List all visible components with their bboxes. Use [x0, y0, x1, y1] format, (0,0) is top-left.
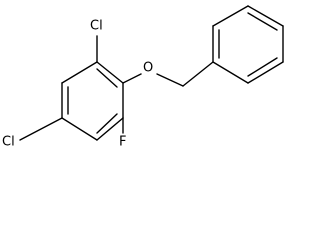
atom-label-fluorine: F: [119, 135, 126, 150]
bond-p3-p4: [247, 5, 284, 27]
bond-c4-c5-inner: [96, 113, 118, 134]
phenyl-ring: [212, 5, 284, 84]
bond-c3-cl: [19, 117, 63, 141]
bond-p2-p3: [212, 5, 249, 27]
bond-c3-c4: [61, 117, 98, 141]
bond-c6-c1-inner: [96, 68, 118, 88]
bond-p6-p1: [212, 61, 249, 84]
left-ring: [61, 61, 124, 141]
bond-ch2-ring: [182, 61, 214, 87]
bond-p3-p4-inner: [247, 12, 278, 31]
bond-c6-o: [122, 73, 142, 84]
atom-label-cl-bottom: Cl: [2, 135, 15, 150]
bond-c6-c1: [96, 61, 124, 84]
atom-label-cl-top: Cl: [90, 19, 103, 34]
bond-c4-c5: [96, 117, 124, 141]
atom-label-oxygen: O: [143, 61, 153, 76]
bond-c1-c2: [61, 61, 98, 84]
bond-p5-p6-inner: [247, 57, 278, 77]
molecule-structure: Cl Cl O F: [2, 5, 284, 150]
bond-o-ch2: [156, 73, 184, 87]
bond-p5-p6: [247, 61, 284, 84]
